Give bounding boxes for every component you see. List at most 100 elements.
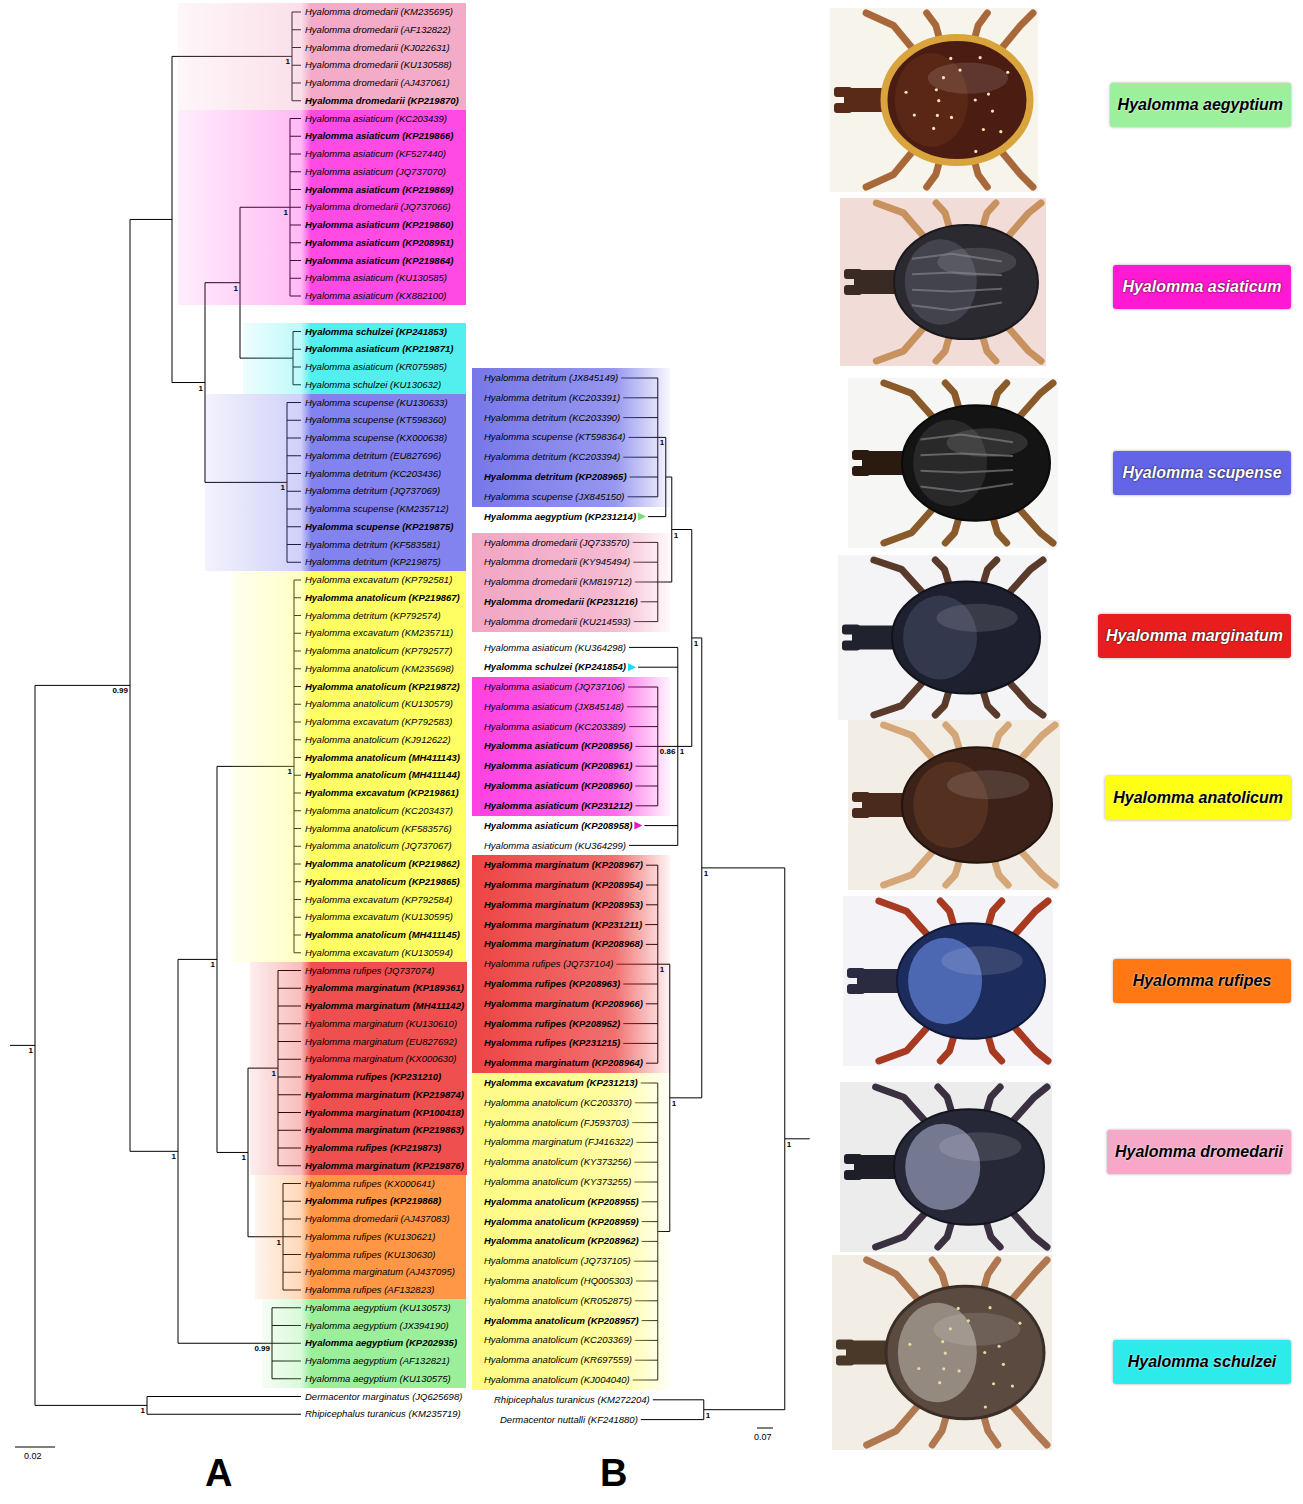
taxon-label: Hyalomma dromedarii (KM819712) <box>484 572 632 592</box>
taxon-label: Rhipicephalus turanicus (KM272204) <box>494 1390 650 1410</box>
taxon-label: Hyalomma asiaticum (KP208951) <box>305 234 453 252</box>
tree-branch <box>178 959 217 960</box>
taxon-label: Hyalomma rufipes (KP208952) <box>484 1014 620 1034</box>
photo-ground <box>832 1255 1052 1450</box>
tick-pit <box>999 130 1002 133</box>
tick-palp <box>834 103 852 113</box>
taxon-label: Hyalomma anatolicum (KP792577) <box>305 642 452 660</box>
label-anchor: 1 <box>281 483 285 493</box>
taxon-label: Hyalomma asiaticum (KP231212) <box>484 796 632 816</box>
label-anchor: 1 <box>787 1140 791 1150</box>
tick-photo <box>840 1082 1052 1252</box>
tick-pit <box>979 56 982 59</box>
tick-pit <box>958 69 961 72</box>
support-value: 1 <box>672 1099 676 1109</box>
taxon-label: Hyalomma dromedarii (KP219870) <box>305 92 459 110</box>
support-value: 0.99 <box>112 686 128 696</box>
tree-branch <box>644 825 677 826</box>
taxon-label: Hyalomma rufipes (JQ737074) <box>305 962 434 980</box>
tick-groove <box>912 289 1002 292</box>
tree-branch <box>35 1405 147 1406</box>
photo-ground <box>843 896 1053 1066</box>
taxon-label: Hyalomma rufipes (KP231210) <box>305 1068 441 1086</box>
label-anchor: 0.99 <box>112 686 128 696</box>
marker-triangle <box>634 822 642 830</box>
taxon-label: Hyalomma marginatum (EU827692) <box>305 1033 457 1051</box>
support-value: 1 <box>199 384 203 394</box>
tick-groove <box>921 484 1014 492</box>
taxon-label: Hyalomma anatolicum (KY373255) <box>484 1172 631 1192</box>
support-value: 1 <box>277 1238 281 1248</box>
taxon-label: Hyalomma aegyptium (KU130573) <box>305 1299 451 1317</box>
label-anchor: 1 <box>660 438 664 448</box>
taxon-label: Hyalomma schulzei (KP241853) <box>305 323 447 341</box>
support-value: 0.86 <box>660 747 676 757</box>
clade-band: Hyalomma asiaticum (JQ737106) Hyalomma as… <box>472 677 670 816</box>
taxon-label: Hyalomma scupense (KT598364) <box>484 427 626 447</box>
tree-branch <box>130 1151 178 1152</box>
label-anchor: Hyalomma asiaticum (KU364299) <box>484 836 626 856</box>
tick-highlight <box>933 1313 1020 1346</box>
clade-band: Hyalomma excavatum (KP231213)Hyalomma an… <box>472 1073 670 1390</box>
tick-palp <box>842 625 860 635</box>
taxon-label: Hyalomma rufipes (JQ737104) <box>484 954 613 974</box>
tick-pit <box>937 99 940 102</box>
clade-band: Hyalomma rufipes (KX000641)Hyalomma rufi… <box>255 1175 466 1299</box>
tick-photo <box>843 896 1053 1066</box>
tree-branch <box>638 667 678 668</box>
taxon-label: Hyalomma anatolicum (KY373256) <box>484 1152 631 1172</box>
taxon-label: Hyalomma detritum (KF583581) <box>305 536 440 554</box>
support-value: 1 <box>284 208 288 218</box>
taxon-label: Hyalomma anatolicum (JQ737067) <box>305 837 452 855</box>
taxon-label: Hyalomma marginatum (KP231211) <box>484 915 642 935</box>
label-anchor: Hyalomma asiaticum (KP208958) <box>484 816 632 836</box>
tick-photos <box>830 8 1060 1450</box>
taxon-label: Hyalomma detritum (KC203391) <box>484 388 620 408</box>
support-value: 1 <box>281 483 285 493</box>
legend-text: Hyalomma aegyptium <box>1118 83 1283 127</box>
support-value: 1 <box>172 1152 176 1162</box>
support-value: 1 <box>29 1046 33 1056</box>
label-anchor: 1 <box>672 1099 676 1109</box>
label-anchor: Hyalomma asiaticum (KU364298) <box>484 638 626 658</box>
tick-pit <box>944 1352 947 1355</box>
tick-highlight <box>928 62 1008 93</box>
taxon-label: Hyalomma scupense (KP219875) <box>305 518 453 536</box>
clade-band: Hyalomma dromedarii (KM235695)Hyalomma d… <box>178 3 466 110</box>
taxon-label: Hyalomma excavatum (KP219861) <box>305 784 459 802</box>
taxon-label: Hyalomma anatolicum (KC203437) <box>305 802 453 820</box>
legend-text: Hyalomma rufipes <box>1133 959 1272 1003</box>
taxon-label: Hyalomma rufipes (KX000641) <box>305 1175 435 1193</box>
tick-body <box>902 747 1052 863</box>
taxon-label: Hyalomma asiaticum (JQ737106) <box>484 677 625 697</box>
taxon-label: Hyalomma dromedarii (KY945494) <box>484 552 630 572</box>
label-anchor: 0.99 <box>254 1344 270 1354</box>
support-value: 1 <box>706 1411 710 1421</box>
taxon-label: Hyalomma dromedarii (KP231216) <box>484 592 638 612</box>
taxon-label: Hyalomma rufipes (KP208963) <box>484 974 620 994</box>
tick-highlight <box>941 946 1022 975</box>
tick-palp <box>852 466 870 476</box>
tick-body <box>897 923 1045 1039</box>
taxon-label: Hyalomma asiaticum (KP219869) <box>305 181 453 199</box>
label-anchor: 1 <box>706 1411 710 1421</box>
taxon-label: Hyalomma asiaticum (KX882100) <box>305 287 447 305</box>
tree-branch <box>172 382 205 383</box>
label-anchor: 1 <box>694 639 698 649</box>
taxon-label: Hyalomma marginatum (KP100418) <box>305 1104 464 1122</box>
support-value: 1 <box>787 1140 791 1150</box>
taxon-label: Hyalomma asiaticum (KC203439) <box>305 110 447 128</box>
legend-text: Hyalomma scupense <box>1122 451 1281 495</box>
tick-palp <box>836 1356 854 1366</box>
taxon-label: Hyalomma anatolicum (KU130579) <box>305 695 453 713</box>
clade-band: Hyalomma detritum (JX845149)Hyalomma det… <box>472 368 670 507</box>
taxon-label: Hyalomma excavatum (KU130595) <box>305 908 453 926</box>
tick-photo <box>848 720 1060 890</box>
taxon-label: Hyalomma detritum (EU827696) <box>305 447 441 465</box>
taxon-label: Hyalomma anatolicum (MH411145) <box>305 926 460 944</box>
taxon-label: Hyalomma marginatum (KP208954) <box>484 875 643 895</box>
tick-palp <box>852 450 870 460</box>
tick-pit <box>974 98 977 101</box>
label-anchor: 0.07 <box>754 1432 772 1443</box>
